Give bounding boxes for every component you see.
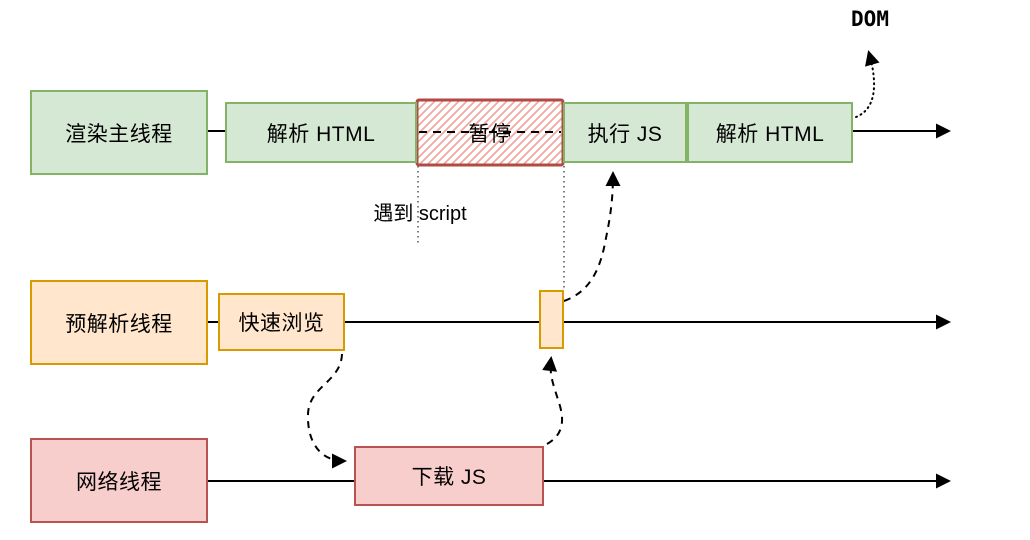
download-to-marker-arrow xyxy=(542,356,564,445)
segment-parse-html-2: 解析 HTML xyxy=(687,102,853,163)
dom-output-arrow xyxy=(855,50,880,118)
dom-label: DOM xyxy=(851,7,889,31)
pause-label: 暂停 xyxy=(468,122,512,146)
segment-quick-scan: 快速浏览 xyxy=(218,293,345,351)
segment-parse-html-1: 解析 HTML xyxy=(225,102,417,163)
lane-preparse-thread: 预解析线程 xyxy=(30,280,208,365)
segment-download-js: 下载 JS xyxy=(354,446,544,506)
preparse-marker-box xyxy=(539,290,564,349)
quickscan-to-download-arrow xyxy=(306,353,347,469)
marker-to-executejs-arrow xyxy=(563,171,621,302)
segment-execute-js: 执行 JS xyxy=(563,102,687,163)
lane-render-main-thread: 渲染主线程 xyxy=(30,90,208,175)
lane-network-thread: 网络线程 xyxy=(30,438,208,523)
encounter-script-label: 遇到 script xyxy=(373,202,467,225)
